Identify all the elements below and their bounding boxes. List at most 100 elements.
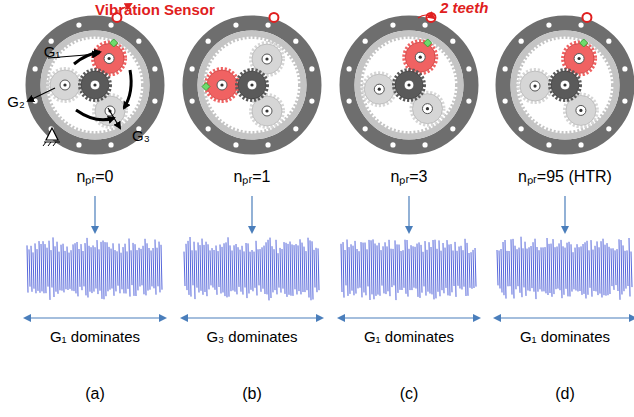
ring-gear — [358, 34, 461, 137]
planet-gear — [262, 106, 272, 116]
bolt-hole — [422, 23, 427, 28]
sun-gear — [250, 83, 253, 86]
result-label: G₃ dominates — [206, 329, 297, 346]
leader-line — [28, 88, 55, 101]
bolt-hole — [466, 98, 471, 103]
gear-label: G₁ — [44, 44, 61, 61]
bolt-hole — [578, 142, 583, 147]
sun-gear — [560, 80, 570, 90]
panel-label: (c) — [400, 385, 419, 403]
bolt-hole — [108, 142, 113, 147]
planet-gear — [265, 57, 268, 60]
planet-gear — [262, 54, 272, 64]
vibration-signal — [341, 239, 476, 300]
planet-gear-highlighted — [104, 54, 114, 64]
mesh-marker — [110, 39, 118, 47]
planet-gear — [374, 84, 384, 94]
annotation: 2 teeth — [440, 0, 488, 17]
bolt-hole — [622, 98, 627, 103]
planet-gear — [576, 105, 586, 115]
vibration-sensor — [269, 13, 278, 22]
bolt-hole — [309, 66, 314, 71]
planet-gear-highlighted — [577, 57, 580, 60]
gear-label: G₃ — [132, 128, 150, 145]
bolt-hole — [33, 98, 38, 103]
flow-arrow — [564, 196, 565, 232]
result-label: G₁ dominates — [364, 329, 454, 346]
ring-gear — [514, 34, 617, 137]
planet-gear-highlighted — [207, 70, 237, 100]
rotation-arrow — [124, 70, 131, 108]
vibration-signal — [497, 237, 632, 300]
mesh-marker — [202, 83, 210, 91]
bolt-hole — [347, 98, 352, 103]
condition-label: nₚᵣ=0 — [77, 168, 114, 186]
bolt-hole — [190, 66, 195, 71]
planet-gear — [252, 96, 282, 126]
bolt-hole — [450, 126, 455, 131]
condition-label: nₚᵣ=1 — [234, 168, 271, 186]
planet-gear-highlighted — [107, 57, 110, 60]
planet-gear-highlighted — [563, 42, 596, 75]
sun-gear — [395, 71, 423, 99]
result-label: G₁ dominates — [520, 329, 610, 346]
ring-gear-teeth — [518, 38, 613, 133]
sun-gear — [394, 70, 425, 101]
bolt-hole — [390, 142, 395, 147]
bolt-hole — [293, 126, 298, 131]
vibration-sensor — [582, 13, 591, 22]
bolt-hole — [190, 98, 195, 103]
ground-symbol — [46, 128, 58, 140]
mesh-marker — [580, 39, 588, 47]
planet-gear — [363, 73, 396, 106]
result-label: G₁ dominates — [50, 329, 140, 346]
sun-gear — [90, 80, 100, 90]
rotation-arrow — [74, 52, 100, 64]
ring-gear-teeth — [205, 38, 300, 133]
panel-label: (a) — [85, 385, 105, 403]
planet-gear — [265, 109, 268, 112]
bolt-hole — [519, 39, 524, 44]
flow-arrow — [251, 196, 252, 232]
bolt-hole — [33, 66, 38, 71]
planet-gear — [49, 69, 82, 102]
bolt-hole — [503, 98, 508, 103]
bolt-hole — [265, 142, 270, 147]
ring-gear — [44, 34, 147, 137]
planet-gear — [426, 107, 429, 110]
span-arrow — [495, 317, 634, 318]
span-arrow — [25, 317, 165, 318]
bolt-hole — [519, 126, 524, 131]
sun-gear — [247, 80, 257, 90]
bolt-hole — [206, 39, 211, 44]
bolt-hole — [206, 126, 211, 131]
sun-gear — [550, 70, 581, 101]
planet-gear — [364, 74, 394, 104]
shift-arrow — [418, 15, 434, 18]
sun-gear — [551, 71, 579, 99]
planet-gear-highlighted — [574, 54, 584, 64]
gear-label: G₂ — [7, 94, 25, 111]
bolt-hole — [466, 66, 471, 71]
planet-gear-highlighted — [405, 42, 435, 72]
bolt-hole — [347, 66, 352, 71]
bolt-hole — [76, 23, 81, 28]
bolt-hole — [233, 23, 238, 28]
ring-gear-teeth — [362, 38, 457, 133]
planet-gear — [378, 88, 381, 91]
planet-gear — [566, 95, 596, 125]
ring-gear-teeth — [48, 38, 143, 133]
bolt-hole — [309, 98, 314, 103]
planet-gear-highlighted — [217, 80, 227, 90]
planet-gear-highlighted — [415, 52, 425, 62]
bolt-hole — [363, 126, 368, 131]
sun-gear — [407, 83, 410, 86]
planet-gear — [533, 84, 536, 87]
planet-gear — [520, 71, 550, 101]
sun-gear — [237, 70, 268, 101]
bolt-hole — [49, 39, 54, 44]
bolt-hole — [578, 23, 583, 28]
ring-gear — [201, 34, 304, 137]
